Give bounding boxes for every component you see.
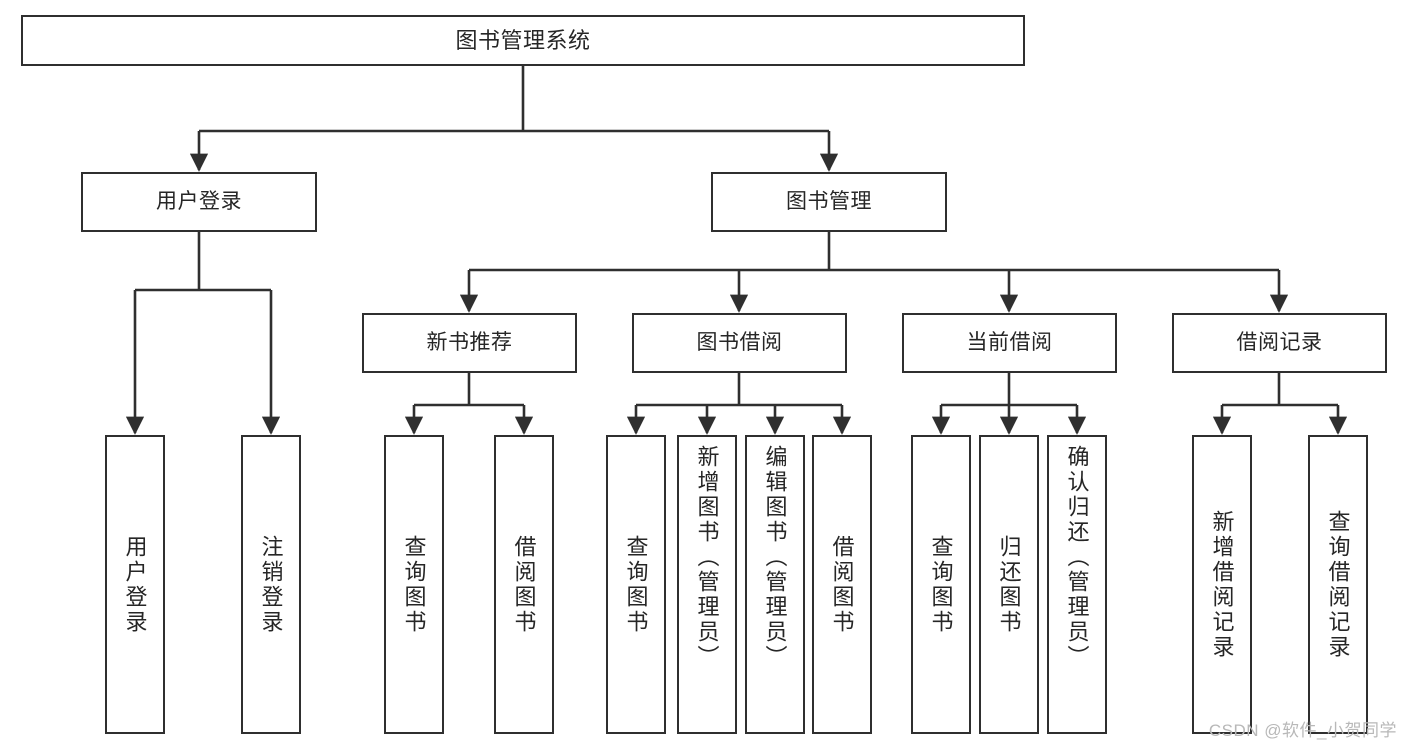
leaf-newbook-borrow-book[interactable]: 借阅图书 xyxy=(494,435,554,734)
leaf-newbook-query-book-label: 查询图书 xyxy=(401,534,427,635)
node-borrow-record-label: 借阅记录 xyxy=(1236,330,1323,354)
leaf-borrow-add-book-admin-label: 新增图书（管理员） xyxy=(694,445,720,670)
leaf-record-query-record-label: 查询借阅记录 xyxy=(1325,509,1351,660)
leaf-current-return-book-label: 归还图书 xyxy=(996,534,1022,635)
node-current-borrow[interactable]: 当前借阅 xyxy=(902,313,1117,373)
node-book-management[interactable]: 图书管理 xyxy=(711,172,947,232)
node-root-label: 图书管理系统 xyxy=(455,27,591,53)
leaf-login-logout-label: 注销登录 xyxy=(258,534,284,635)
node-new-book-recommend-label: 新书推荐 xyxy=(426,330,513,354)
leaf-borrow-add-book-admin[interactable]: 新增图书（管理员） xyxy=(677,435,737,734)
leaf-record-add-record[interactable]: 新增借阅记录 xyxy=(1192,435,1252,734)
node-user-login[interactable]: 用户登录 xyxy=(81,172,317,232)
leaf-record-query-record[interactable]: 查询借阅记录 xyxy=(1308,435,1368,734)
leaf-borrow-edit-book-admin[interactable]: 编辑图书（管理员） xyxy=(745,435,805,734)
leaf-borrow-edit-book-admin-label: 编辑图书（管理员） xyxy=(762,445,788,670)
leaf-current-query-book-label: 查询图书 xyxy=(928,534,954,635)
leaf-current-query-book[interactable]: 查询图书 xyxy=(911,435,971,734)
leaf-current-confirm-return-admin-label: 确认归还（管理员） xyxy=(1064,445,1090,670)
node-book-management-label: 图书管理 xyxy=(786,189,872,213)
leaf-current-return-book[interactable]: 归还图书 xyxy=(979,435,1039,734)
watermark: CSDN @软件_小贺同学 xyxy=(1208,721,1397,740)
node-borrow-record[interactable]: 借阅记录 xyxy=(1172,313,1387,373)
leaf-borrow-borrow-book-label: 借阅图书 xyxy=(829,534,855,635)
node-book-borrow-label: 图书借阅 xyxy=(696,330,783,354)
node-root[interactable]: 图书管理系统 xyxy=(21,15,1025,66)
node-user-login-label: 用户登录 xyxy=(156,189,242,213)
leaf-login-logout[interactable]: 注销登录 xyxy=(241,435,301,734)
node-current-borrow-label: 当前借阅 xyxy=(966,330,1053,354)
leaf-newbook-borrow-book-label: 借阅图书 xyxy=(511,534,537,635)
leaf-borrow-query-book[interactable]: 查询图书 xyxy=(606,435,666,734)
node-book-borrow[interactable]: 图书借阅 xyxy=(632,313,847,373)
leaf-current-confirm-return-admin[interactable]: 确认归还（管理员） xyxy=(1047,435,1107,734)
leaf-borrow-borrow-book[interactable]: 借阅图书 xyxy=(812,435,872,734)
leaf-borrow-query-book-label: 查询图书 xyxy=(623,534,649,635)
leaf-newbook-query-book[interactable]: 查询图书 xyxy=(384,435,444,734)
leaf-record-add-record-label: 新增借阅记录 xyxy=(1209,509,1235,660)
leaf-login-user-login[interactable]: 用户登录 xyxy=(105,435,165,734)
node-new-book-recommend[interactable]: 新书推荐 xyxy=(362,313,577,373)
leaf-login-user-login-label: 用户登录 xyxy=(122,534,148,635)
